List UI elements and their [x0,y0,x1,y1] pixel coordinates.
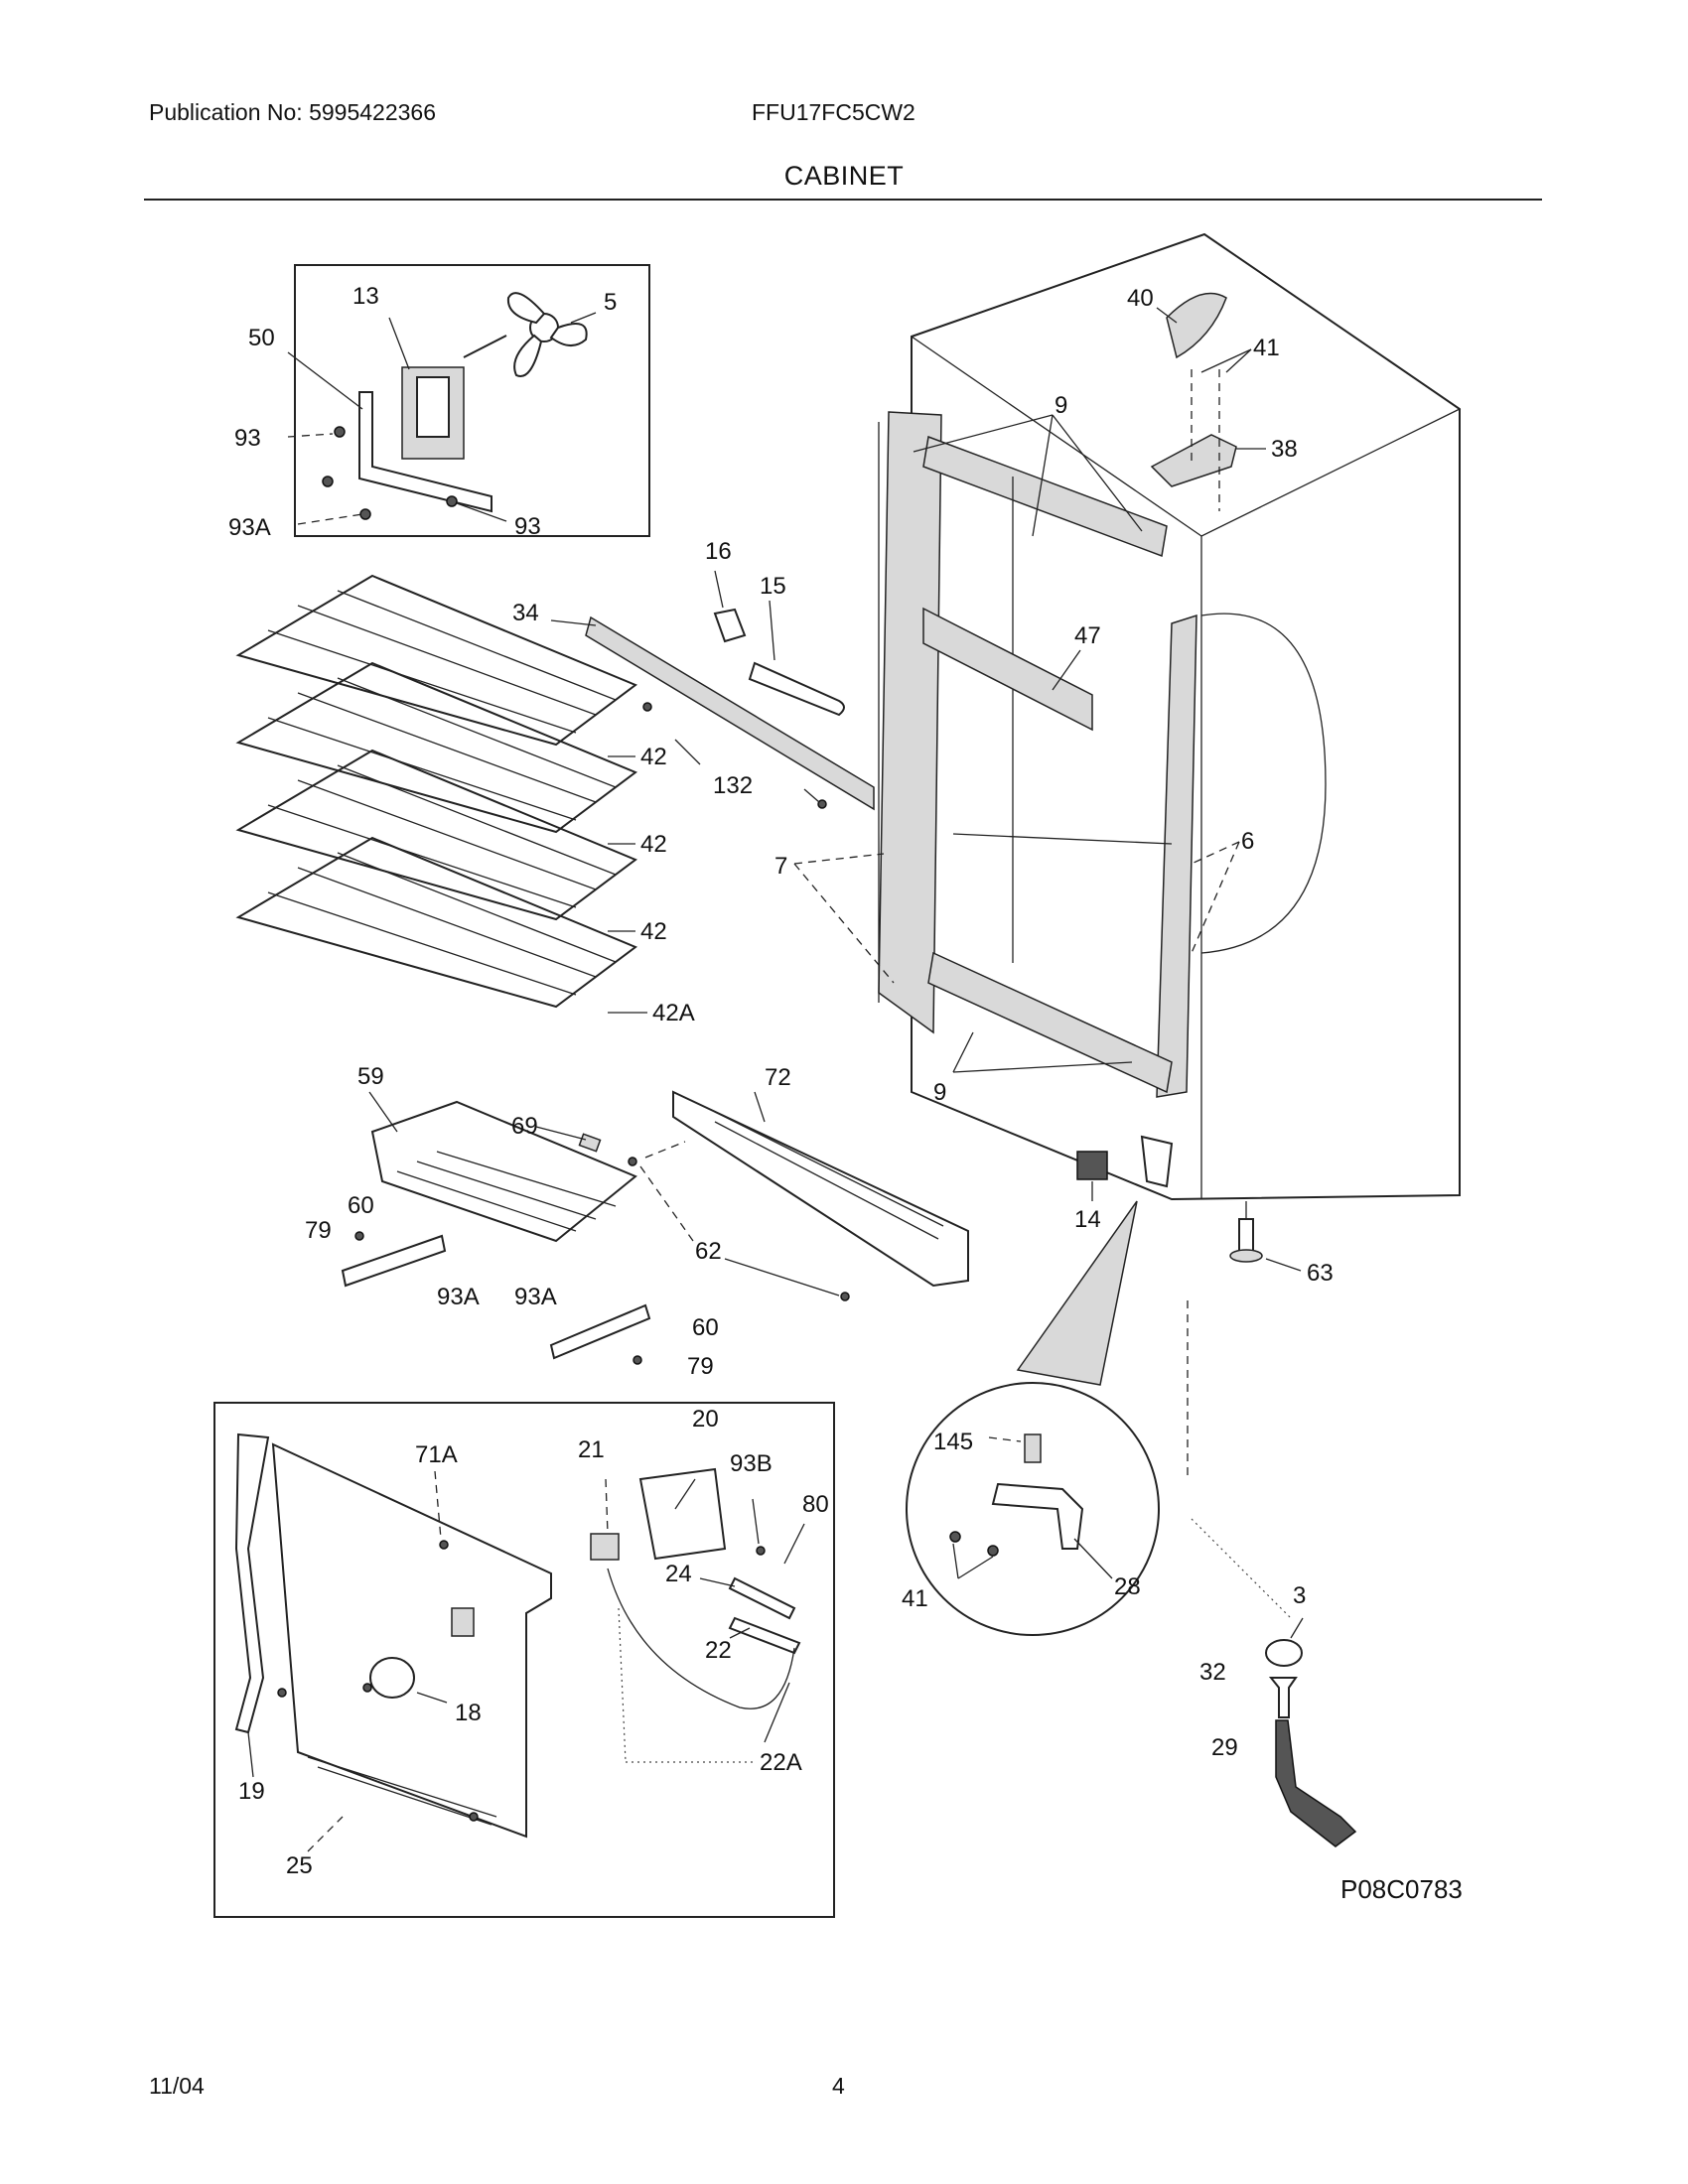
page-number: 4 [832,2073,845,2099]
callout-60-a: 60 [348,1192,374,1219]
callout-47: 47 [1074,622,1101,649]
callout-6: 6 [1241,828,1254,855]
callout-19: 19 [238,1778,265,1805]
callout-145: 145 [933,1429,973,1455]
callout-41: 41 [902,1585,928,1612]
light-assembly: 16 15 34 132 [512,538,875,811]
callout-9-top: 9 [1055,392,1067,419]
callout-3: 3 [1293,1582,1306,1609]
callout-93: 93 [234,425,261,452]
shelf-4 [235,836,638,1009]
callout-15: 15 [760,573,786,600]
callout-63: 63 [1307,1260,1334,1287]
callout-21: 21 [578,1436,605,1463]
kickplate-72: 72 62 [628,1064,969,1301]
callout-14: 14 [1074,1206,1101,1233]
callout-29: 29 [1211,1734,1238,1761]
callout-93-lower: 93 [514,513,541,540]
callout-79-b: 79 [687,1353,714,1380]
callout-9-bottom: 9 [933,1079,946,1106]
callout-42A: 42A [652,1000,695,1026]
callout-7: 7 [774,853,787,880]
callout-42-b: 42 [640,831,667,858]
callout-79-a: 79 [305,1217,332,1244]
callout-42-c: 42 [640,918,667,945]
callout-22: 22 [705,1637,732,1664]
callout-50: 50 [248,325,275,351]
shelf-2 [235,661,638,834]
cabinet-body: 40 41 38 9 47 7 6 9 14 63 [774,232,1462,1287]
callout-42-a: 42 [640,744,667,770]
callout-71A: 71A [415,1441,458,1468]
model-number: FFU17FC5CW2 [752,99,915,125]
callout-40: 40 [1127,285,1154,312]
callout-18: 18 [455,1700,482,1726]
page-title: CABINET [783,161,905,191]
callout-5: 5 [604,289,617,316]
wire-shelves: 42 42 42 42A [235,574,695,1026]
machine-compartment-inset: 71A 21 20 93B 80 24 22 22A 18 19 25 [213,1402,835,1918]
shelf-3 [235,749,638,921]
callout-34: 34 [512,600,539,626]
callout-20: 20 [692,1406,719,1433]
callout-93B: 93B [730,1450,773,1477]
callout-93A: 93A [228,514,271,541]
callout-69: 69 [511,1113,538,1140]
callout-132: 132 [713,772,753,799]
drain-assembly: 3 32 29 [1187,1300,1357,1847]
callout-24: 24 [665,1561,692,1587]
publication-date: 11/04 [149,2073,205,2099]
callout-80: 80 [802,1491,829,1518]
diagram-code: P08C0783 [1340,1874,1463,1904]
shelf-1 [235,574,638,747]
fan-motor-inset: 13 5 50 93 93A 93 [228,264,650,541]
basket-assembly: 59 69 60 79 93A 93A 60 79 [305,1063,719,1380]
callout-93A-a: 93A [437,1284,480,1310]
callout-32: 32 [1199,1659,1226,1686]
callout-25: 25 [286,1852,313,1879]
callout-60-b: 60 [692,1314,719,1341]
callout-13: 13 [352,283,379,310]
callout-62: 62 [695,1238,722,1265]
callout-28: 28 [1114,1573,1141,1600]
callout-41-top: 41 [1253,335,1280,361]
header-rule [144,199,1542,201]
callout-72: 72 [765,1064,791,1091]
callout-16: 16 [705,538,732,565]
callout-59: 59 [357,1063,384,1090]
callout-93A-b: 93A [514,1284,557,1310]
callout-22A: 22A [760,1749,802,1776]
publication-number: Publication No: 5995422366 [149,99,437,125]
hinge-detail: 145 41 28 [902,1200,1160,1636]
callout-38: 38 [1271,436,1298,463]
